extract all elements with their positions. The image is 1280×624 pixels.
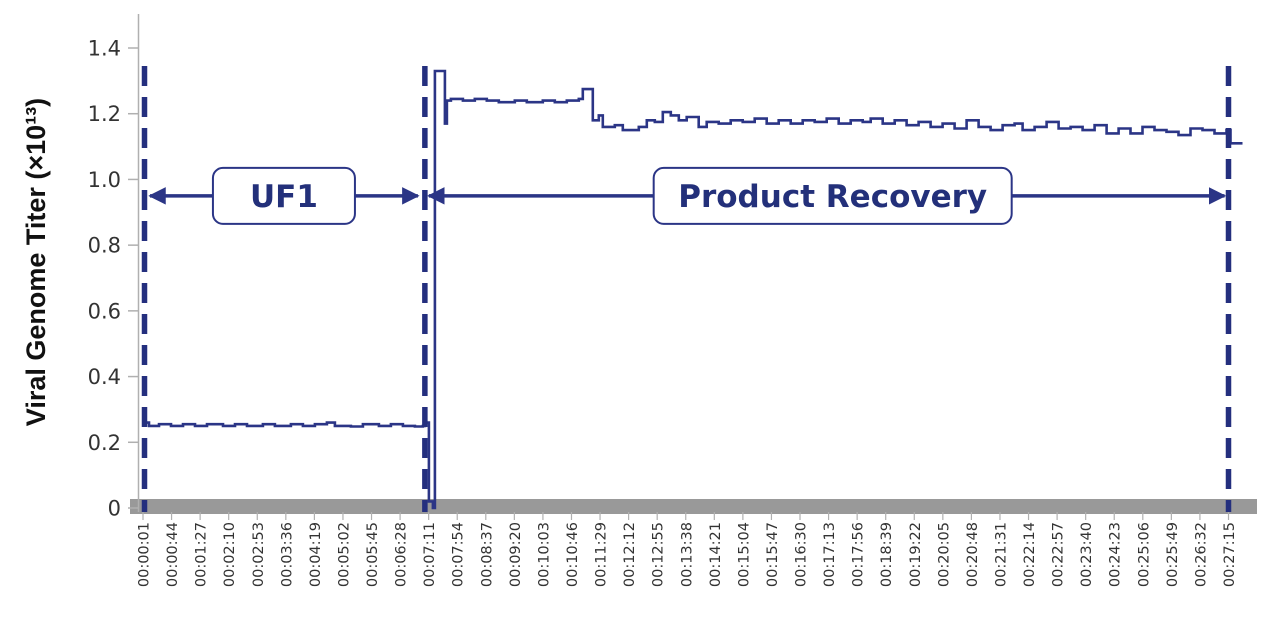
x-tick-label: 00:02:10 — [222, 522, 238, 587]
x-tick-label: 00:09:20 — [508, 522, 524, 587]
x-tick-label: 00:23:40 — [1079, 522, 1095, 587]
x-tick-label: 00:13:38 — [679, 522, 695, 587]
y-axis-label: Viral Genome Titer (×10¹³) — [21, 98, 51, 426]
x-tick-label: 00:22:14 — [1022, 522, 1038, 587]
x-tick-label: 00:03:36 — [279, 522, 295, 587]
x-tick-label: 00:05:45 — [365, 522, 381, 587]
baseline-band — [130, 499, 1257, 514]
x-tick-label: 00:00:44 — [165, 522, 181, 587]
x-tick-label: 00:20:05 — [936, 522, 952, 587]
x-tick-label: 00:00:01 — [137, 522, 153, 587]
x-tick-label: 00:15:04 — [736, 522, 752, 587]
x-tick-label: 00:12:55 — [651, 522, 667, 587]
x-tick-label: 00:02:53 — [251, 522, 267, 587]
x-tick-label: 00:18:39 — [879, 522, 895, 587]
y-tick-label: 1.0 — [88, 168, 121, 192]
x-tick-label: 00:07:54 — [451, 522, 467, 587]
y-tick-label: 0.6 — [88, 299, 121, 323]
y-tick-label: 1.2 — [88, 102, 121, 126]
x-tick-label: 00:25:06 — [1136, 522, 1152, 587]
x-tick-label: 00:14:21 — [708, 522, 724, 587]
x-tick-label: 00:16:30 — [794, 522, 810, 587]
x-tick-label: 00:25:49 — [1165, 522, 1181, 587]
y-tick-label: 0.4 — [88, 365, 121, 389]
x-tick-label: 00:10:03 — [536, 522, 552, 587]
y-tick-label: 1.4 — [88, 37, 121, 61]
y-tick-label: 0 — [108, 497, 121, 521]
x-tick-label: 00:17:56 — [851, 522, 867, 587]
x-tick-label: 00:06:28 — [394, 522, 410, 587]
x-tick-label: 00:10:46 — [565, 522, 581, 587]
x-tick-label: 00:04:19 — [308, 522, 324, 587]
x-tick-label: 00:15:47 — [765, 522, 781, 587]
phase-label-box — [652, 166, 1013, 225]
x-tick-label: 00:12:12 — [622, 522, 638, 587]
x-tick-label: 00:27:15 — [1222, 522, 1238, 587]
x-tick-label: 00:19:22 — [908, 522, 924, 587]
x-tick-label: 00:21:31 — [993, 522, 1009, 587]
x-tick-label: 00:05:02 — [336, 522, 352, 587]
phase-label: UF1 — [250, 179, 318, 215]
x-tick-label: 00:11:29 — [594, 522, 610, 587]
y-tick-label: 0.8 — [88, 234, 121, 258]
x-tick-label: 00:24:23 — [1108, 522, 1124, 587]
x-tick-label: 00:08:37 — [479, 522, 495, 587]
y-tick-label: 0.2 — [88, 431, 121, 455]
x-tick-label: 00:26:32 — [1193, 522, 1209, 587]
phase-label: Product Recovery — [678, 179, 987, 215]
x-tick-label: 00:22:57 — [1051, 522, 1067, 587]
x-tick-label: 00:17:13 — [822, 522, 838, 587]
x-tick-label: 00:07:11 — [422, 522, 438, 587]
x-tick-label: 00:01:27 — [194, 522, 210, 587]
x-tick-label: 00:20:48 — [965, 522, 981, 587]
phase-label-box — [211, 166, 356, 225]
titer-series-line — [143, 69, 1243, 510]
